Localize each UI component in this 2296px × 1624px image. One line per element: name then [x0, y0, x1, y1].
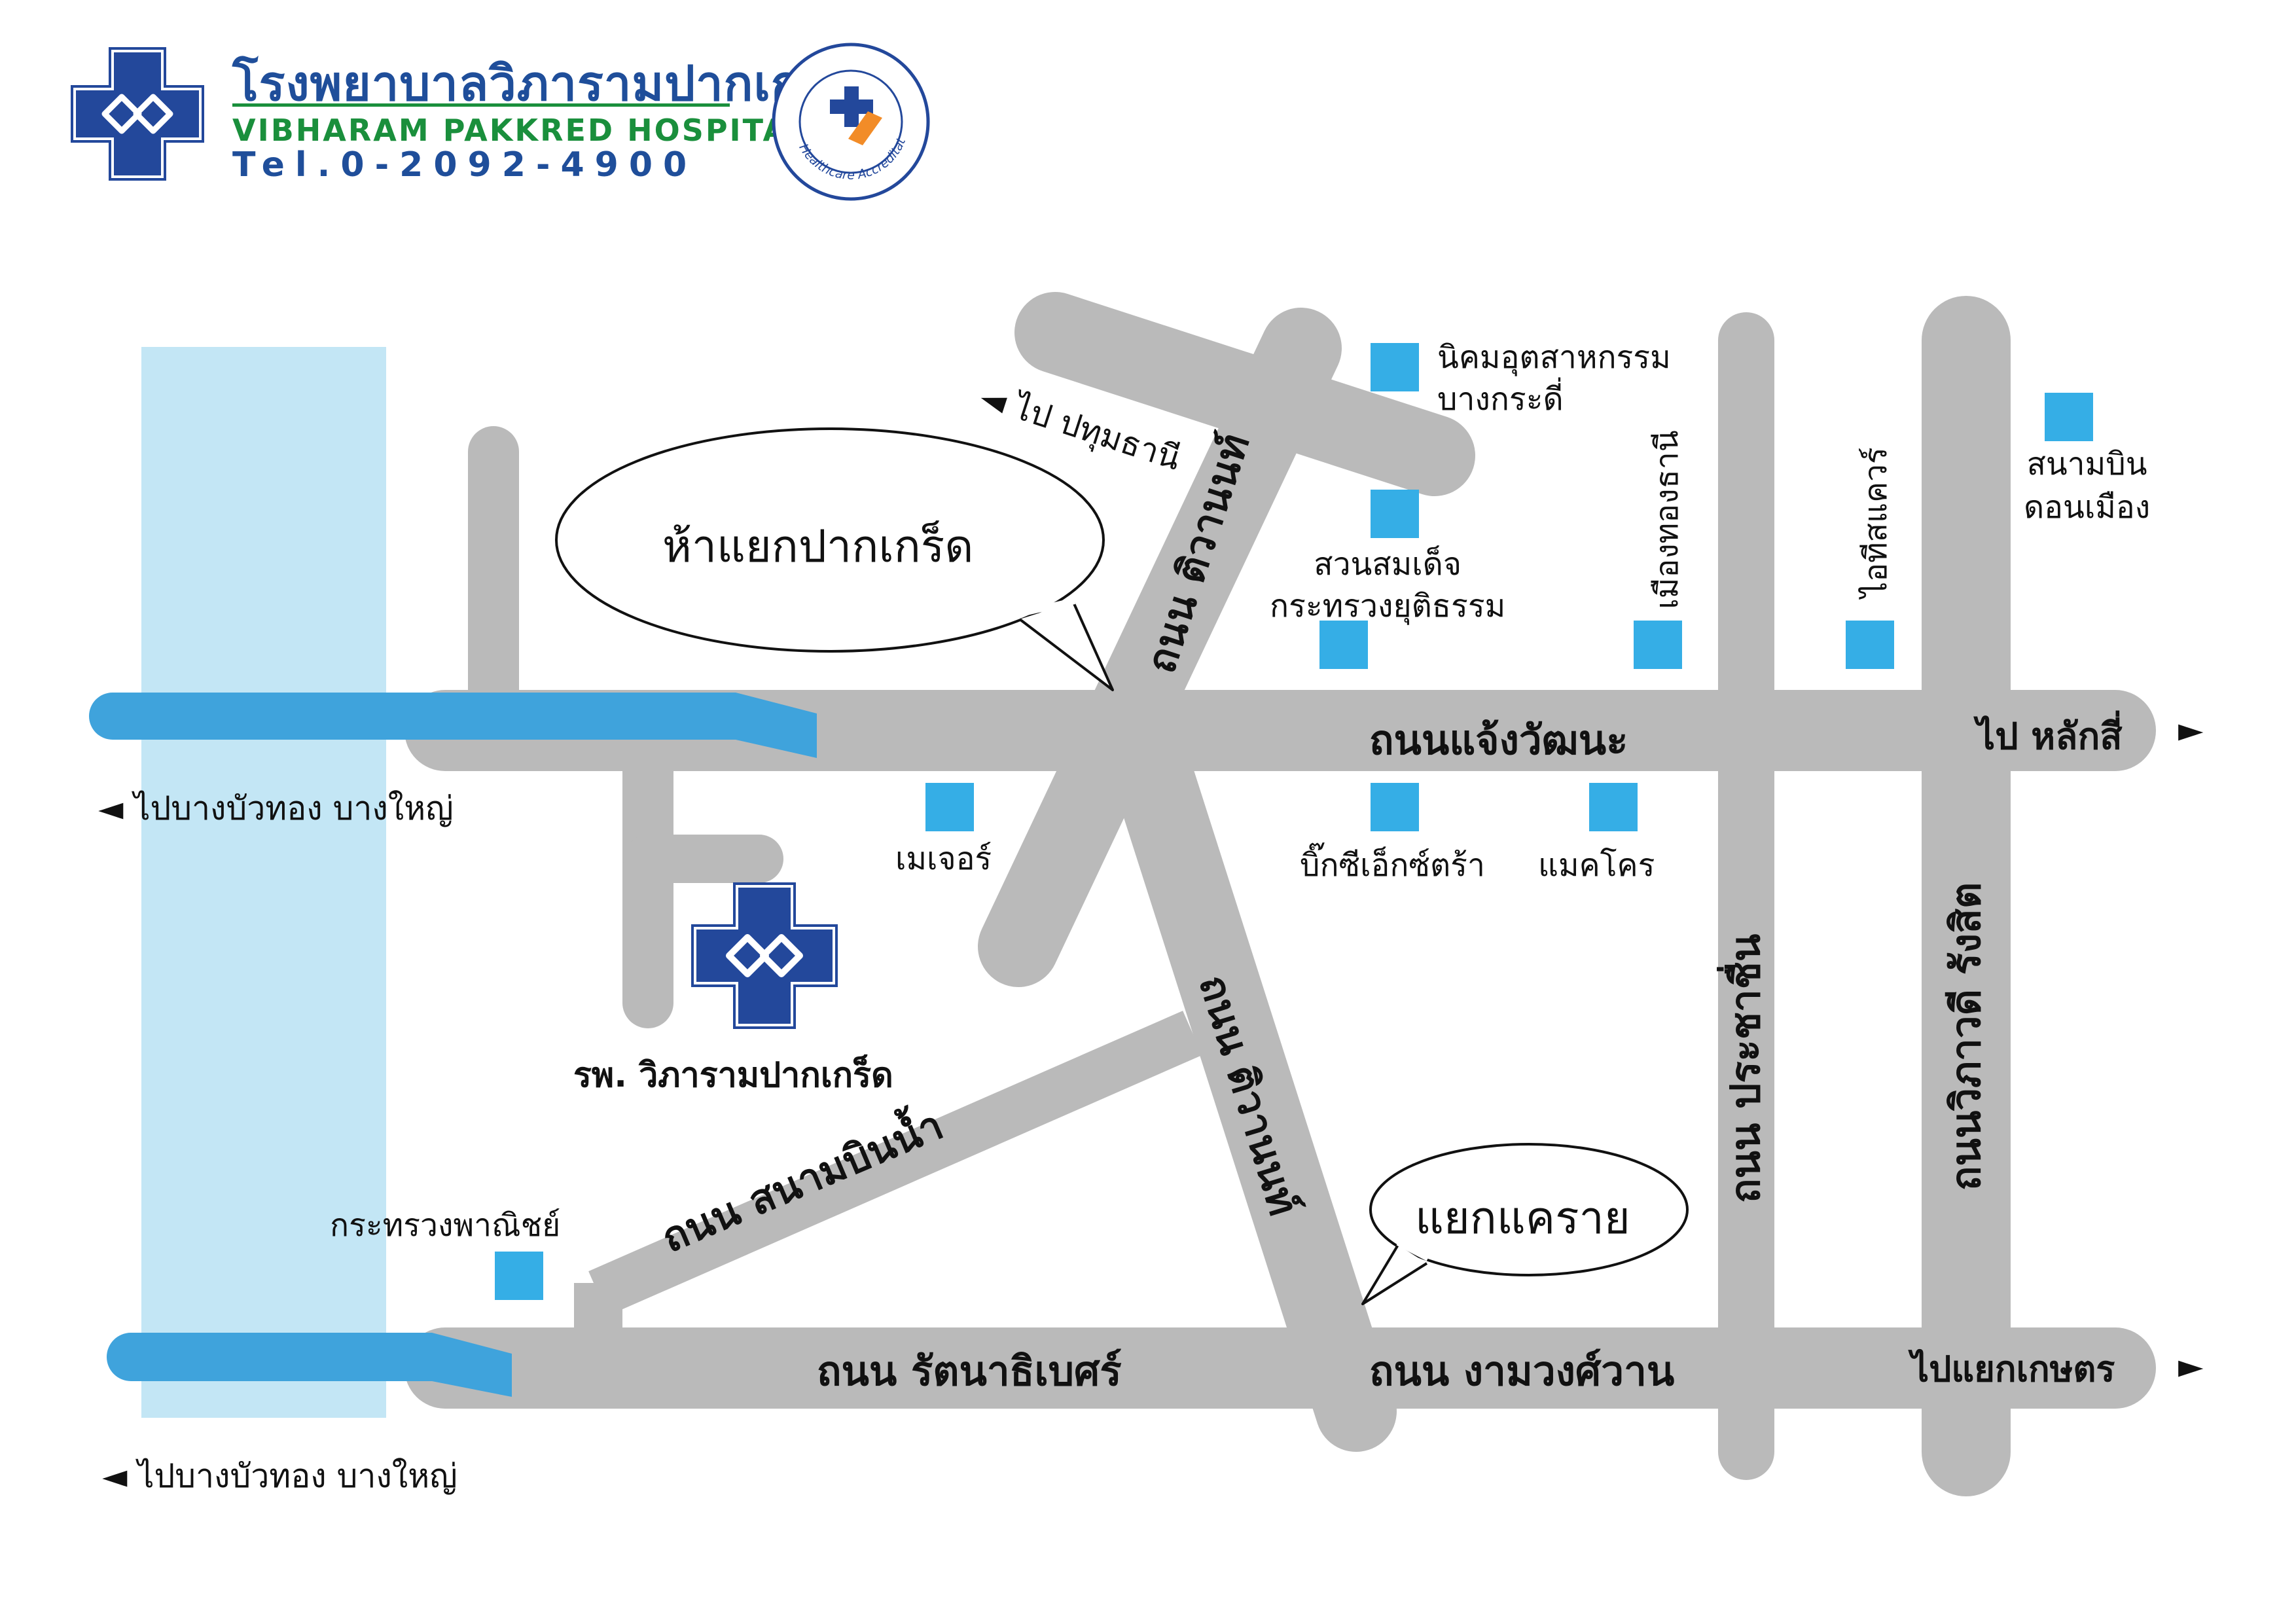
right-arrow-icon: ► — [2178, 1347, 2204, 1385]
hospital-marker-icon — [691, 882, 838, 1029]
direction-bang-bua-thong-lower-text: ไปบางบัวทอง บางใหญ่ — [137, 1457, 457, 1495]
landmark-don-mueang-line2: ดอนเมือง — [2024, 489, 2151, 526]
road-label-prachachuen: ถนน ประชาชื่น — [1721, 933, 1769, 1203]
landmark-industrial-estate: นิคมอุตสาหกรรม บางกระดี่ — [1437, 336, 1671, 420]
landmark-park-line1: สวนสมเด็จ — [1314, 546, 1462, 583]
bubble-khae-rai — [1361, 1143, 1689, 1305]
river-branch-upper — [89, 693, 817, 758]
landmark-muang-thong: เมืองทองธานี — [1649, 430, 1685, 609]
left-arrow-icon: ◄ — [102, 1457, 128, 1495]
marker-it-square — [1846, 621, 1894, 669]
direction-bang-bua-thong-upper-text: ไปบางบัวทอง บางใหญ่ — [134, 789, 454, 827]
landmark-park-line2: กระทรวงยุติธรรม — [1270, 588, 1506, 624]
marker-park-north — [1371, 490, 1419, 538]
direction-kaset: ไปแยกเกษตร — [1911, 1348, 2115, 1390]
direction-lak-si: ไป หลักสี่ — [1977, 715, 2123, 758]
river-branch-lower — [107, 1333, 512, 1397]
left-arrow-icon: ◄ — [98, 789, 124, 827]
header: โรงพยาบาลวิภารามปากเกร็ด VIBHARAM PAKKRE… — [0, 0, 982, 216]
hospital-phone: Tel.0-2092-4900 — [232, 145, 698, 185]
hospital-logo — [71, 47, 204, 181]
right-arrow-icon: ► — [2178, 711, 2204, 749]
accreditation-seal-icon: Healthcare Accreditation — [770, 41, 930, 201]
river — [89, 693, 817, 1397]
road-tiwanon-south — [1101, 699, 1397, 1452]
river-bank — [141, 347, 386, 1418]
landmark-makro: แมคโคร — [1538, 847, 1655, 884]
bubble-pak-kret-text: ห้าแยกปากเกร็ด — [662, 521, 974, 573]
landmark-don-mueang-line1: สนามบิน — [2026, 446, 2147, 482]
marker-commerce-ministry — [495, 1252, 543, 1300]
road-label-ngamwongwan: ถนน งามวงศ์วาน — [1369, 1347, 1675, 1395]
landmark-park: สวนสมเด็จ กระทรวงยุติธรรม — [1270, 543, 1505, 627]
marker-industrial-estate — [1371, 343, 1419, 391]
road-label-ratanathibet: ถนน รัตนาธิเบศร์ — [817, 1347, 1122, 1395]
marker-park-south — [1319, 621, 1368, 669]
marker-don-mueang — [2045, 393, 2093, 441]
landmark-industrial-estate-line2: บางกระดี่ — [1437, 381, 1564, 418]
marker-major — [925, 783, 974, 831]
marker-big-c — [1371, 783, 1419, 831]
landmark-don-mueang: สนามบิน ดอนเมือง — [2024, 442, 2150, 529]
hospital-name-thai: โรงพยาบาลวิภารามปากเกร็ด — [232, 56, 860, 112]
direction-bang-bua-thong-lower: ◄ ไปบางบัวทอง บางใหญ่ — [102, 1451, 457, 1502]
road-pathum-branch — [1014, 292, 1475, 496]
landmark-it-square: ไอทีสแควร์ — [1857, 447, 1894, 598]
road-label-vibhavadi: ถนนวิภาวดี รังสิต — [1942, 882, 1990, 1191]
road-tiwanon-north — [978, 308, 1342, 987]
marker-makro — [1589, 783, 1638, 831]
landmark-hospital: รพ. วิภารามปากเกร็ด — [573, 1056, 893, 1095]
road-sanambinnam — [588, 1011, 1202, 1316]
landmark-commerce-ministry: กระทรวงพาณิชย์ — [330, 1207, 561, 1244]
landmark-markers — [495, 343, 2093, 1300]
direction-bang-bua-thong-upper: ◄ ไปบางบัวทอง บางใหญ่ — [98, 783, 454, 835]
landmark-industrial-estate-line1: นิคมอุตสาหกรรม — [1437, 339, 1671, 376]
hospital-name-english: VIBHARAM PAKKRED HOSPITAL — [232, 113, 810, 148]
bubble-khae-rai-text: แยกแคราย — [1415, 1193, 1630, 1244]
marker-muang-thong — [1634, 621, 1682, 669]
landmark-big-c: บิ๊กซีเอ็กซ์ตร้า — [1300, 847, 1485, 884]
bubble-pak-kret — [555, 427, 1114, 691]
header-divider — [232, 103, 730, 107]
road-label-chaengwattana: ถนนแจ้งวัฒนะ — [1369, 716, 1628, 764]
landmark-major: เมเจอร์ — [895, 840, 992, 877]
